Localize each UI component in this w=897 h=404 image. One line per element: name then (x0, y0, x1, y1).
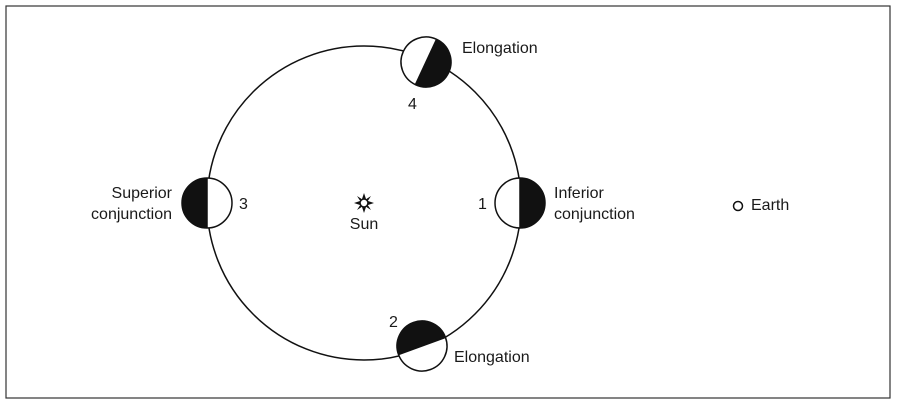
sun-icon (354, 193, 374, 213)
venus-phase-3 (181, 177, 233, 229)
elongation-top-label: Elongation (462, 40, 538, 57)
position-2-label: 2 (389, 314, 398, 331)
elongation-bottom-label: Elongation (454, 349, 530, 366)
earth-label: Earth (751, 197, 790, 214)
position-3-label: 3 (239, 196, 248, 213)
venus-phase-2 (396, 320, 448, 372)
diagram-border (5, 5, 891, 399)
earth-icon (732, 200, 744, 212)
inferior-conjunction-line1: Inferior (554, 185, 604, 202)
sun-label: Sun (349, 216, 379, 233)
inferior-conjunction-line2: conjunction (554, 206, 635, 223)
superior-conjunction-line1: Superior (111, 185, 172, 202)
venus-phase-1 (494, 177, 546, 229)
position-4-label: 4 (408, 96, 417, 113)
venus-phase-4 (400, 36, 452, 88)
position-1-label: 1 (478, 196, 487, 213)
superior-conjunction-line2: conjunction (91, 206, 172, 223)
